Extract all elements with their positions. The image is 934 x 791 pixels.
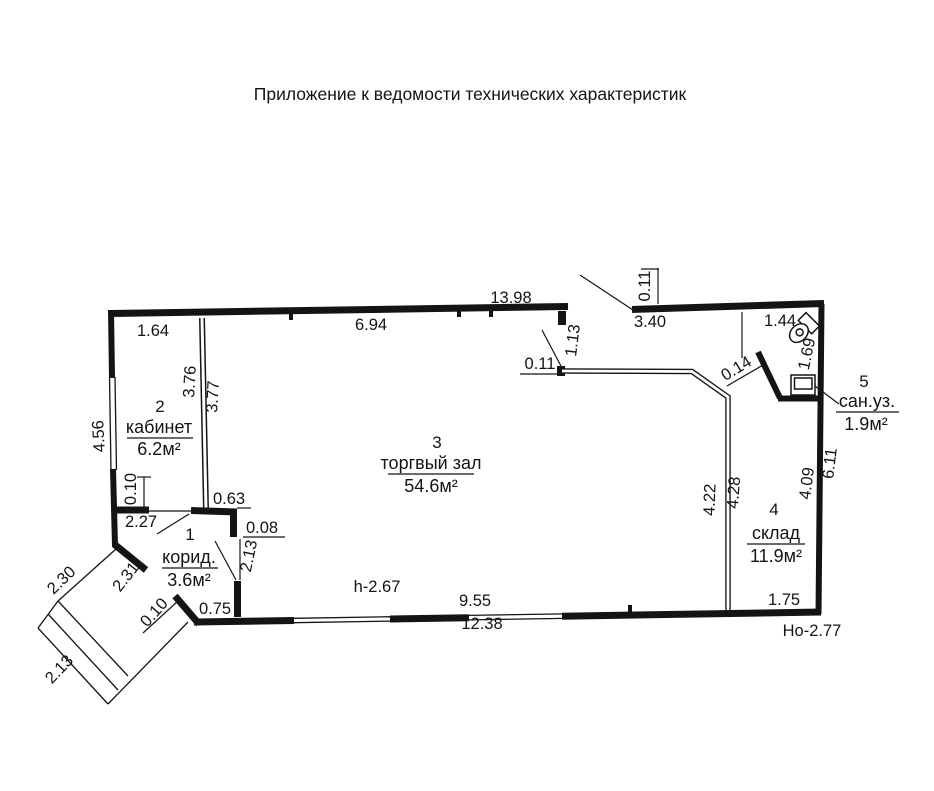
dim-partition-thickness: 0.11 — [525, 355, 556, 373]
room-sanunit-number: 5 — [859, 372, 868, 391]
leader-partition-thickness — [541, 329, 563, 369]
wall-tick-4 — [628, 605, 632, 612]
porch-edge-nw — [57, 548, 117, 602]
room-cabinet-number: 2 — [155, 397, 164, 416]
wall-sanuz-diagonal — [755, 350, 783, 400]
room-cabinet-area: 6.2м² — [137, 439, 180, 459]
room-cabinet-label: 2 кабинет 6.2м² — [126, 397, 193, 459]
porch-step-2 — [47, 613, 119, 691]
dim-wall-thickness-top: 0.11 — [636, 271, 654, 302]
room-hall-name: торгвый зал — [381, 453, 482, 473]
dim-cabinet-width: 2.27 — [125, 513, 157, 531]
room-sanunit-label: 5 сан.уз. 1.9м² — [836, 372, 899, 434]
room-warehouse-name: склад — [752, 523, 801, 543]
dim-hall-bottom: 9.55 — [459, 592, 491, 610]
porch-edge-se — [107, 621, 189, 705]
dim-cabinet-left: 3.76 — [180, 365, 200, 398]
door-swing-corridor — [214, 540, 237, 581]
toilet-drain — [795, 328, 804, 337]
wall-top-right — [631, 300, 825, 313]
dim-entry-top: 1.13 — [562, 323, 584, 357]
dim-corridor-top: 0.63 — [213, 490, 245, 508]
note-building-height: Но-2.77 — [783, 622, 842, 640]
dim-porch-sw: 2.13 — [42, 652, 77, 688]
door-swing-cabinet — [156, 513, 190, 535]
room-warehouse-area: 11.9м² — [750, 546, 802, 566]
partition-hall-cap — [557, 366, 565, 376]
wall-right — [815, 303, 825, 615]
dim-top-right-wall: 3.40 — [634, 313, 666, 331]
outer-walls — [108, 300, 825, 627]
dim-corridor-door: 2.13 — [237, 538, 261, 573]
wall-top-left — [109, 303, 569, 317]
room-hall-label: 3 торгвый зал 54.6м² — [381, 433, 482, 496]
room-hall-area: 54.6м² — [404, 476, 457, 496]
dim-porch-nw: 2.30 — [44, 563, 80, 598]
dim-top-mid-inner: 6.94 — [355, 316, 387, 334]
sink-basin — [793, 377, 813, 390]
room-sanunit-name: сан.уз. — [839, 391, 895, 411]
dim-warehouse-left: 4.28 — [724, 476, 744, 509]
dim-right-outer: 6.11 — [819, 447, 841, 480]
dim-warehouse-right: 4.09 — [796, 466, 818, 500]
window-bottom1-inner — [293, 620, 393, 624]
room-warehouse-label: 4 склад 11.9м² — [747, 500, 805, 566]
dim-corridor-step: 0.08 — [246, 519, 278, 537]
dim-bottom-overall: 12.38 — [461, 615, 502, 633]
room-corridor-area: 3.6м² — [167, 570, 210, 590]
wall-bottom-1 — [193, 617, 295, 626]
wall-bottom-2 — [389, 614, 470, 623]
wall-bottom-3 — [561, 608, 822, 620]
leader-sanuz-label — [814, 385, 840, 405]
room-cabinet-name: кабинет — [126, 417, 192, 437]
partition-cabinet-core — [200, 317, 208, 511]
dimline-porch-thickness — [142, 600, 179, 634]
porch — [37, 548, 189, 705]
porch-edge-sw — [37, 627, 109, 705]
dim-warehouse-bottom: 1.75 — [768, 591, 800, 609]
dim-cabinet-right: 3.77 — [203, 380, 223, 413]
room-corridor-number: 1 — [185, 525, 194, 544]
dim-sanuz-width: 1.44 — [764, 312, 796, 330]
leader-topwall — [579, 274, 634, 311]
dim-hall-right: 4.22 — [700, 483, 719, 516]
note-ceiling-height: h-2.67 — [354, 578, 401, 596]
dim-cabinet-stub: 0.10 — [122, 473, 140, 505]
porch-step-1 — [57, 600, 129, 677]
wall-tick-1 — [289, 314, 293, 320]
dim-porch-thickness: 0.10 — [137, 595, 172, 631]
room-corridor-name: корид. — [162, 547, 216, 567]
room-hall-number: 3 — [432, 433, 441, 452]
wall-left-upper — [108, 309, 115, 379]
room-sanunit-area: 1.9м² — [844, 414, 887, 434]
wall-left-diagonal — [111, 541, 149, 573]
dim-top-overall: 13.98 — [490, 289, 531, 307]
wall-tick-2 — [457, 311, 461, 317]
toilet-icon — [788, 311, 821, 344]
dim-left-outer: 4.56 — [89, 420, 109, 453]
dim-bottom-left-inner: 0.75 — [199, 600, 231, 618]
sink-icon — [790, 374, 816, 396]
wall-corridor-top — [190, 507, 238, 516]
partition-hall-core — [561, 369, 730, 610]
room-corridor-label: 1 корид. 3.6м² — [162, 525, 218, 590]
partitions — [117, 317, 731, 617]
window-bottom2-outer — [468, 613, 565, 617]
room-warehouse-number: 4 — [769, 500, 778, 519]
window-bottom1-outer — [293, 616, 393, 619]
dimension-lines — [137, 268, 840, 634]
page-title: Приложение к ведомости технических харак… — [254, 84, 687, 104]
window-left-inner-line — [114, 376, 118, 471]
wall-tick-3 — [489, 311, 493, 317]
window-bottom2-inner — [468, 617, 565, 621]
windows — [108, 311, 632, 624]
window-left-outer-line — [108, 376, 112, 471]
door-jamb-top — [558, 311, 566, 325]
wall-left-lower — [110, 468, 118, 547]
leader-sanuz-partition — [726, 364, 764, 387]
dim-top-left-inner: 1.64 — [137, 322, 169, 340]
